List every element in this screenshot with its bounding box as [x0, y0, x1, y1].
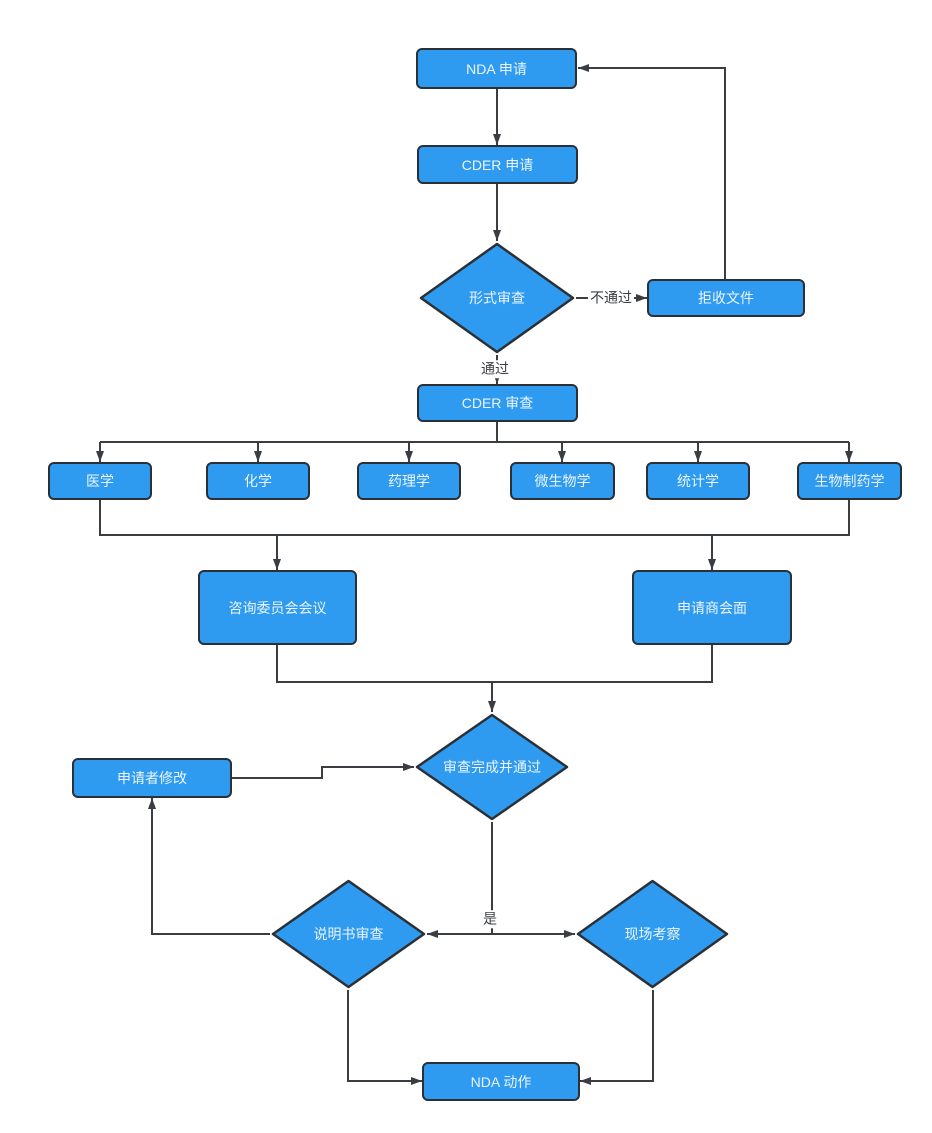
node-review-complete-passed[interactable]: 审查完成并通过 [414, 712, 570, 822]
edge-modification-to-review-complete [232, 763, 414, 779]
node-cder-review-label: CDER 审查 [461, 395, 534, 411]
node-reject-documents[interactable]: 拒收文件 [647, 279, 805, 317]
node-chemistry[interactable]: 化学 [206, 462, 310, 500]
node-format-review-label: 形式审查 [469, 290, 525, 306]
node-reject-documents-label: 拒收文件 [698, 290, 754, 306]
node-label-review[interactable]: 说明书审查 [270, 878, 427, 990]
edge-site-inspection-to-nda-action [580, 990, 654, 1085]
node-statistics[interactable]: 统计学 [646, 462, 750, 500]
node-format-review[interactable]: 形式审查 [418, 241, 576, 355]
node-chemistry-label: 化学 [244, 473, 272, 489]
edge-label-yes: 是 [481, 910, 499, 928]
node-applicant-meeting[interactable]: 申请商会面 [632, 570, 792, 645]
node-pharmacology[interactable]: 药理学 [357, 462, 461, 500]
node-nda-application[interactable]: NDA 申请 [416, 48, 577, 89]
node-medicine[interactable]: 医学 [48, 462, 152, 500]
node-statistics-label: 统计学 [677, 473, 719, 489]
edge-reject-back-to-nda [578, 64, 726, 279]
node-cder-review[interactable]: CDER 审查 [417, 384, 578, 422]
diamond-shape [419, 242, 575, 354]
node-applicant-modification-label: 申请者修改 [117, 770, 187, 786]
diamond-shape [415, 713, 569, 821]
node-site-inspection-label: 现场考察 [624, 926, 681, 942]
node-advisory-committee-meeting-label: 咨询委员会会议 [228, 599, 327, 616]
node-advisory-committee-meeting[interactable]: 咨询委员会会议 [198, 570, 357, 645]
edge-collect-bar [99, 500, 850, 536]
node-nda-action[interactable]: NDA 动作 [422, 1062, 580, 1101]
diamond-shape [271, 879, 426, 989]
node-pharmacology-label: 药理学 [388, 473, 430, 489]
node-nda-action-label: NDA 动作 [470, 1073, 532, 1090]
node-cder-application-label: CDER 申请 [461, 156, 534, 173]
node-biopharmaceutics[interactable]: 生物制药学 [797, 462, 902, 500]
edge-label-fail: 不通过 [588, 289, 634, 307]
node-label-review-label: 说明书审查 [313, 926, 384, 942]
node-nda-application-label: NDA 申请 [466, 60, 527, 77]
node-biopharmaceutics-label: 生物制药学 [814, 473, 885, 489]
node-applicant-modification[interactable]: 申请者修改 [72, 758, 232, 798]
node-site-inspection[interactable]: 现场考察 [575, 878, 730, 990]
node-applicant-meeting-label: 申请商会面 [677, 599, 747, 616]
edge-label-review-to-modification [148, 798, 270, 935]
node-medicine-label: 医学 [86, 473, 114, 489]
node-review-complete-passed-label: 审查完成并通过 [443, 759, 541, 775]
edge-meetings-merge-bar [276, 645, 713, 683]
diamond-shape [576, 879, 729, 989]
node-microbiology[interactable]: 微生物学 [510, 462, 615, 500]
node-cder-application[interactable]: CDER 申请 [417, 145, 578, 184]
edge-label-review-to-nda-action [347, 990, 422, 1085]
node-microbiology-label: 微生物学 [534, 473, 591, 489]
edge-label-pass: 通过 [479, 360, 511, 378]
